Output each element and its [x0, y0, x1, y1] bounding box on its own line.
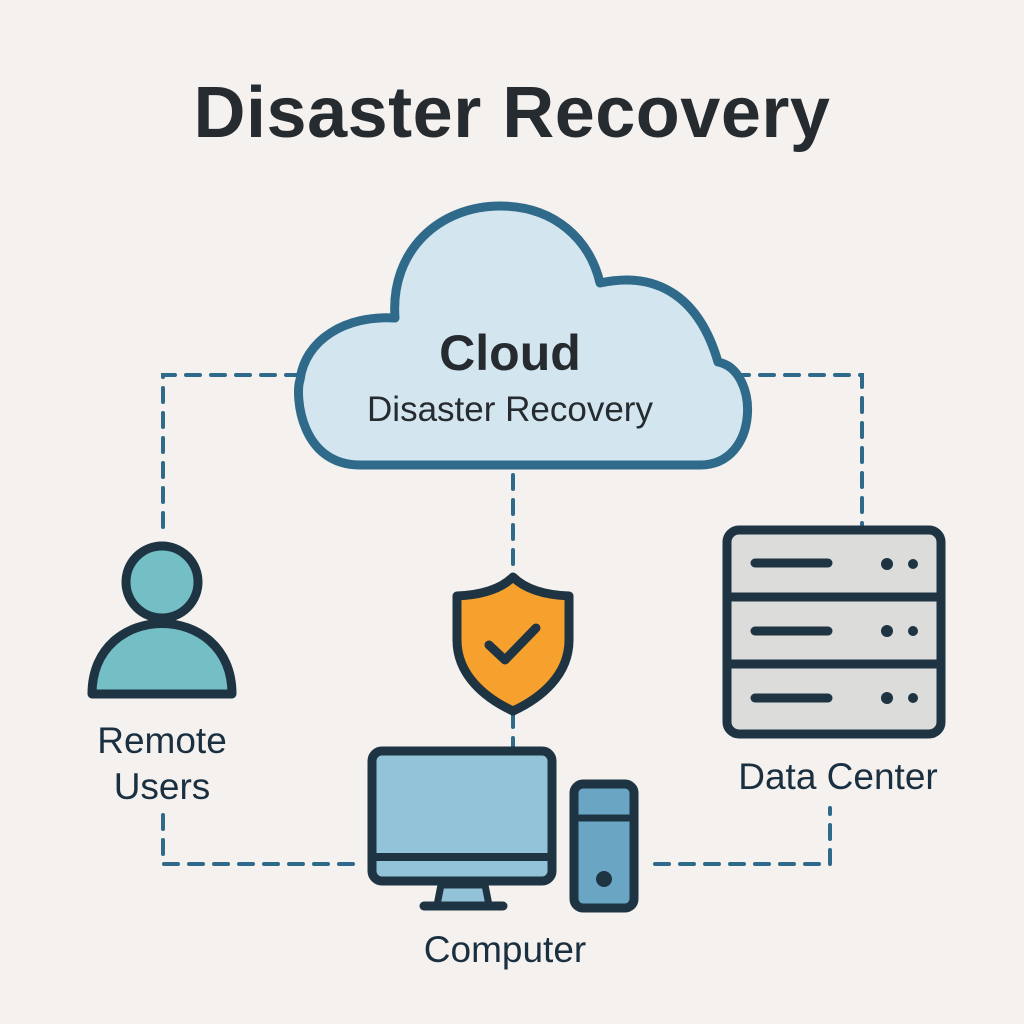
connector-cloud-to-users — [161, 373, 302, 532]
data-center-label: Data Center — [738, 756, 938, 797]
checkmark-icon — [484, 623, 541, 665]
remote-users-label: Remote Users — [62, 718, 262, 810]
page-title: Disaster Recovery — [193, 73, 831, 153]
cloud-icon — [294, 201, 753, 470]
cloud-subtitle: Disaster Recovery — [367, 390, 653, 429]
remote-users-label-line2: Users — [113, 766, 211, 807]
server-rack-icon — [722, 525, 946, 739]
computer-label: Computer — [423, 929, 587, 970]
connector-datacenter-to-computer — [653, 806, 832, 866]
shield-check-icon — [452, 572, 574, 716]
remote-users-label-line1: Remote — [97, 720, 227, 761]
connector-users-to-computer — [161, 813, 362, 866]
desktop-computer-icon — [367, 746, 639, 913]
connectors — [161, 373, 864, 866]
connector-cloud-to-datacenter — [733, 373, 864, 530]
user-icon — [87, 541, 237, 699]
cloud-title: Cloud — [439, 325, 581, 381]
